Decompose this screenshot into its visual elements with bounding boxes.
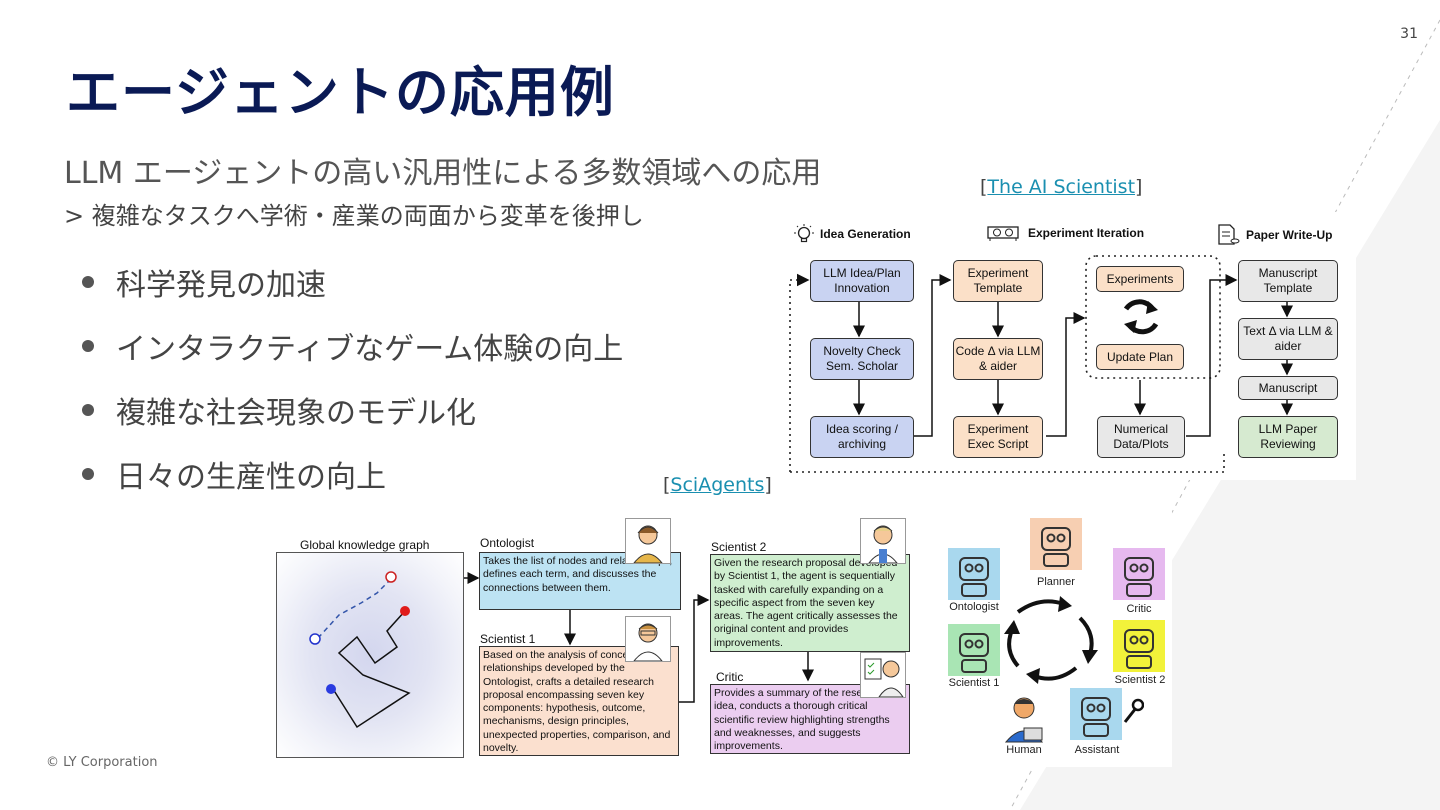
assistant-robot-icon [1070, 688, 1122, 740]
bullet-text: 複雑な社会現象のモデル化 [116, 396, 476, 431]
critic-avatar-icon [860, 652, 906, 698]
planner-label: Planner [1037, 576, 1075, 588]
numerical-data-box: Numerical Data/Plots [1097, 416, 1185, 458]
idea-box: Idea scoring / archiving [810, 416, 914, 458]
scientist1-description: Based on the analysis of concepts and re… [479, 646, 679, 756]
bullet-dot [82, 340, 94, 352]
idea-generation-header: Idea Generation [794, 224, 911, 244]
agent-cycle-arrows [1004, 596, 1098, 684]
human-label: Human [1006, 744, 1042, 756]
scientist2-avatar-icon [860, 518, 906, 564]
sciagents-citation: [SciAgents] [663, 474, 772, 496]
critic-name: Critic [716, 670, 744, 684]
bullet-item: 日々の生産性の向上 [82, 442, 623, 506]
refresh-cycle-icon [1123, 299, 1159, 335]
ontologist-robot-icon [948, 548, 1000, 600]
scientist2-robot-label: Scientist 2 [1114, 674, 1166, 686]
bullet-dot [82, 404, 94, 416]
knowledge-graph-path [309, 571, 411, 729]
critic-robot-label: Critic [1126, 603, 1152, 615]
scientist1-robot-label: Scientist 1 [948, 677, 1000, 689]
graph-label: Global knowledge graph [300, 538, 430, 552]
sciagents-connectors [464, 572, 1098, 703]
sciagents-figure: Global knowledge graph Ontologist Takes … [270, 510, 1172, 767]
scientist1-name: Scientist 1 [480, 632, 536, 646]
experiment-iteration-header: Experiment Iteration [986, 224, 1144, 242]
slide-subnote: > 複雑なタスクへ学術・産業の両面から変革を後押し [64, 202, 644, 230]
idea-box: LLM Idea/Plan Innovation [810, 260, 914, 302]
bullet-dot [82, 276, 94, 288]
slide-title: エージェントの応用例 [66, 61, 615, 124]
bullet-text: 科学発見の加速 [116, 268, 326, 303]
footer-copyright: © LY Corporation [46, 755, 158, 770]
experiment-box: Experiment Template [953, 260, 1043, 302]
ontologist-avatar-icon [625, 518, 671, 564]
scientist1-avatar-icon [625, 616, 671, 662]
scientist2-name: Scientist 2 [711, 540, 767, 554]
bullet-text: 日々の生産性の向上 [116, 460, 386, 495]
knowledge-graph [276, 552, 464, 758]
idea-box: Novelty Check Sem. Scholar [810, 338, 914, 380]
bullet-item: 科学発見の加速 [82, 250, 623, 314]
human-icon [1004, 697, 1044, 743]
ai-scientist-citation: [The AI Scientist] [980, 176, 1143, 198]
bullet-item: インタラクティブなゲーム体験の向上 [82, 314, 623, 378]
experiment-box: Code Δ via LLM & aider [953, 338, 1043, 380]
wrench-icon [1123, 698, 1144, 723]
page-number: 31 [1400, 26, 1418, 42]
bullet-list: 科学発見の加速 インタラクティブなゲーム体験の向上 複雑な社会現象のモデル化 日… [82, 250, 623, 506]
critic-robot-icon [1113, 548, 1165, 600]
ai-scientist-figure: Idea Generation Experiment Iteration Pap… [780, 212, 1356, 480]
bullet-text: インタラクティブなゲーム体験の向上 [116, 332, 624, 367]
scientist2-robot-icon [1113, 620, 1165, 672]
paper-box: LLM Paper Reviewing [1238, 416, 1338, 458]
planner-robot-icon [1030, 518, 1082, 570]
scientist2-description: Given the research proposal developed by… [710, 554, 910, 652]
experiment-iteration-label: Experiment Iteration [1028, 226, 1145, 240]
paper-box: Text Δ via LLM & aider [1238, 318, 1338, 360]
assistant-label: Assistant [1074, 744, 1120, 756]
document-icon [1218, 224, 1240, 245]
ontologist-name: Ontologist [480, 536, 535, 550]
ontologist-robot-label: Ontologist [949, 601, 999, 613]
paper-box: Manuscript Template [1238, 260, 1338, 302]
paper-write-up-label: Paper Write-Up [1246, 228, 1333, 242]
experiment-box: Experiment Exec Script [953, 416, 1043, 458]
idea-generation-label: Idea Generation [820, 227, 911, 241]
bullet-dot [82, 468, 94, 480]
gpu-icon [987, 226, 1019, 241]
ai-scientist-connectors [789, 255, 1293, 473]
loop-box: Experiments [1096, 266, 1184, 292]
scientist1-robot-icon [948, 624, 1000, 676]
loop-box: Update Plan [1096, 344, 1184, 370]
ai-scientist-link[interactable]: The AI Scientist [987, 176, 1136, 198]
slide-subtitle: LLM エージェントの高い汎用性による多数領域への応用 [64, 156, 822, 191]
paper-box: Manuscript [1238, 376, 1338, 400]
lightbulb-icon [794, 224, 814, 243]
paper-write-up-header: Paper Write-Up [1216, 224, 1332, 246]
bullet-item: 複雑な社会現象のモデル化 [82, 378, 623, 442]
sciagents-link[interactable]: SciAgents [670, 474, 765, 496]
ontologist-description: Takes the list of nodes and relationship… [479, 552, 681, 610]
